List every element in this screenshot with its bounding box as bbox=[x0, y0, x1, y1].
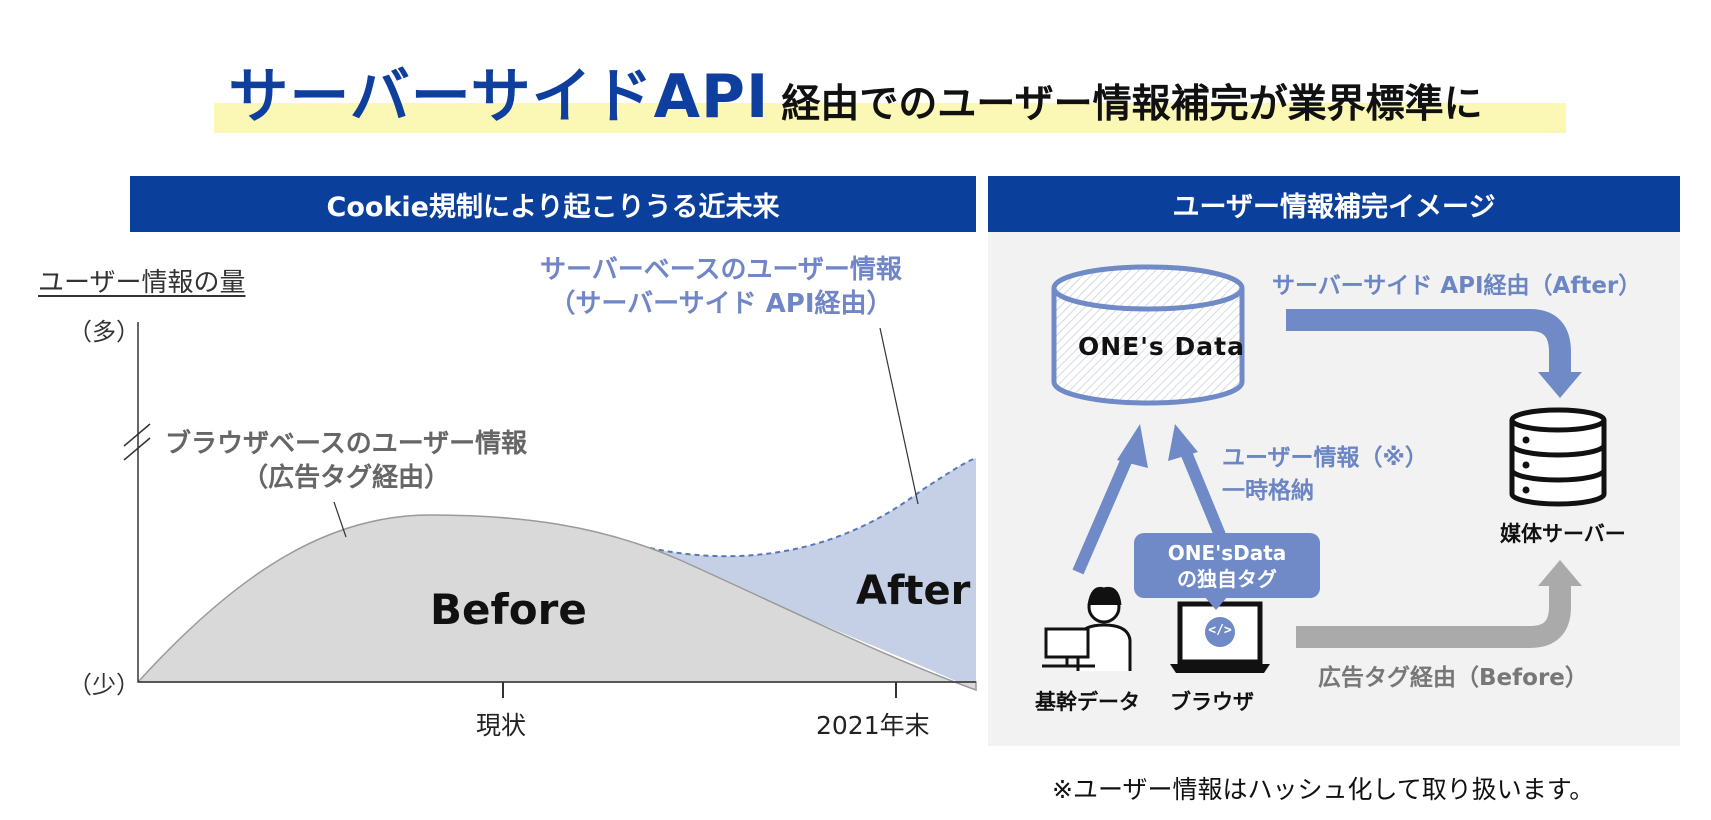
before-area bbox=[136, 514, 977, 692]
before-area-label: Before bbox=[430, 585, 587, 634]
right-panel-header: ユーザー情報補完イメージ bbox=[988, 176, 1680, 232]
code-icon: </> bbox=[1208, 623, 1232, 638]
server-icon bbox=[1509, 407, 1607, 507]
tick-label-now: 現状 bbox=[476, 711, 527, 740]
browser-leader-line bbox=[333, 501, 347, 538]
database-icon bbox=[1051, 264, 1245, 406]
browser-based-line2: （広告タグ経由） bbox=[242, 462, 451, 493]
temp-store-label: ユーザー情報（※） 一時格納 bbox=[1222, 442, 1428, 509]
server-leader-line bbox=[879, 327, 919, 505]
browser-based-label: ブラウザベースのユーザー情報 （広告タグ経由） bbox=[165, 428, 527, 496]
after-area-label: After bbox=[856, 568, 971, 614]
tick-label-2021: 2021年末 bbox=[816, 711, 930, 740]
browser-based-line1: ブラウザベースのユーザー情報 bbox=[165, 429, 528, 459]
after-route-arrowhead bbox=[1538, 372, 1582, 398]
title-rest: 経由でのユーザー情報補完が業界標準に bbox=[781, 82, 1483, 127]
core-data-label: 基幹データ bbox=[1035, 690, 1140, 714]
y-axis-low: （少） bbox=[68, 671, 140, 699]
after-area-edge bbox=[649, 457, 977, 558]
before-route-arrowhead bbox=[1538, 560, 1582, 586]
laptop-icon bbox=[1170, 601, 1270, 673]
browser-upload-arrow bbox=[1179, 447, 1226, 538]
title-accent: サーバーサイドAPI bbox=[228, 62, 770, 132]
server-based-line2: （サーバーサイド API経由） bbox=[549, 288, 893, 319]
title-highlight bbox=[214, 103, 1566, 133]
bubble-tail bbox=[1204, 596, 1228, 610]
y-axis-label: ユーザー情報の量 bbox=[38, 268, 246, 298]
footnote: ※ユーザー情報はハッシュ化して取り扱います。 bbox=[1052, 775, 1595, 804]
after-route-label: サーバーサイド API経由（After） bbox=[1272, 273, 1642, 299]
left-panel-header: Cookie規制により起こりうる近未来 bbox=[130, 176, 976, 232]
core-data-upload-arrowhead bbox=[1117, 424, 1148, 468]
after-area bbox=[650, 458, 976, 690]
bubble-line2: の独自タグ bbox=[1177, 566, 1277, 591]
temp-store-line1: ユーザー情報（※） bbox=[1222, 445, 1428, 471]
person-at-computer-icon bbox=[1042, 586, 1132, 671]
after-route-arrow bbox=[1286, 309, 1571, 372]
server-based-label: サーバーベースのユーザー情報 （サーバーサイド API経由） bbox=[540, 254, 902, 322]
bubble-line1: ONE'sData bbox=[1167, 540, 1287, 565]
before-route-label: 広告タグ経由（Before） bbox=[1318, 665, 1588, 691]
media-server-label: 媒体サーバー bbox=[1500, 522, 1626, 546]
before-route-arrow bbox=[1296, 586, 1571, 648]
temp-store-line2: 一時格納 bbox=[1222, 478, 1314, 505]
core-data-upload-arrow bbox=[1072, 449, 1136, 575]
y-axis-high: （多） bbox=[68, 318, 140, 346]
custom-tag-bubble: ONE'sData の独自タグ bbox=[1134, 533, 1320, 598]
browser-label: ブラウザ bbox=[1170, 690, 1254, 714]
database-label: ONE's Data bbox=[1078, 332, 1245, 361]
axis-break-mark-2 bbox=[123, 437, 151, 461]
server-based-line1: サーバーベースのユーザー情報 bbox=[540, 255, 902, 285]
browser-upload-arrowhead bbox=[1168, 424, 1198, 461]
axis-break-mark-1 bbox=[123, 423, 151, 447]
